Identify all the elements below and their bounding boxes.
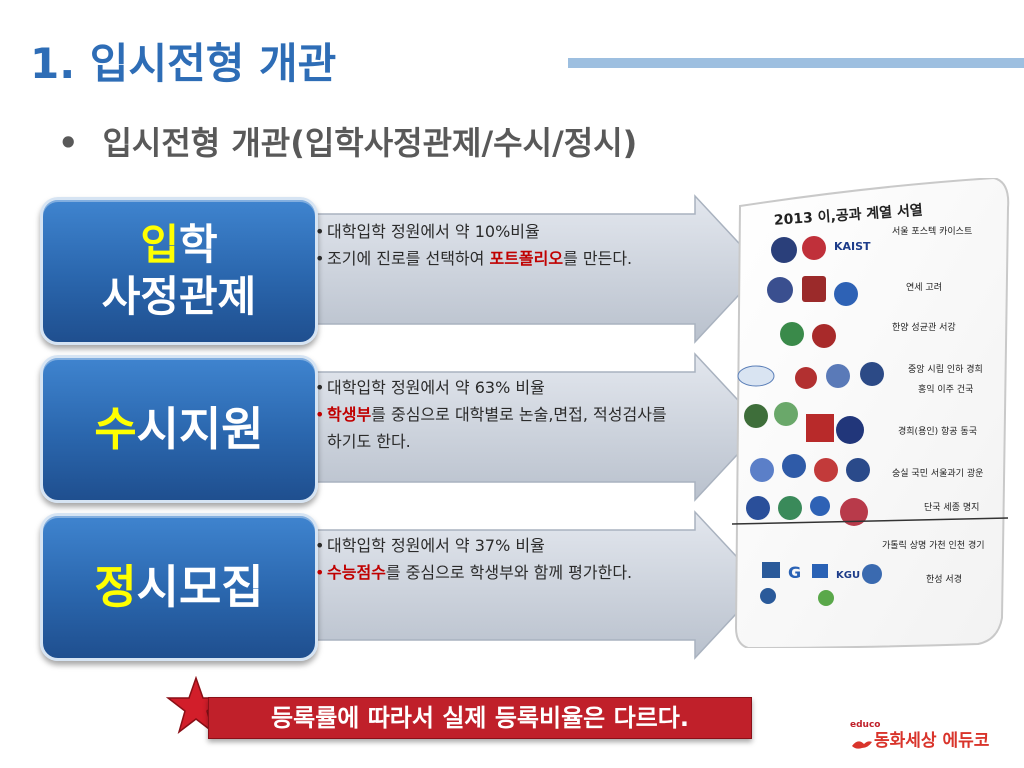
subtitle-text: 입시전형 개관(입학사정관제/수시/정시): [102, 124, 638, 162]
university-logo-icon: [834, 282, 858, 306]
label-early-admission: 수시지원: [40, 355, 318, 503]
notice-banner: 등록률에 따라서 실제 등록비율은 다르다.: [208, 697, 752, 739]
page-title: 1. 입시전형 개관: [30, 39, 337, 88]
list-item: •대학입학 정원에서 약 10%비율: [315, 222, 540, 241]
university-logo-icon: [778, 496, 802, 520]
label-regular-admission: 정시모집: [40, 513, 318, 661]
list-item: •학생부를 중심으로 대학별로 논술,면접, 적성검사를 하기도 한다.: [315, 405, 667, 451]
brand-logo: educo 동화세상 에듀코: [850, 720, 1010, 756]
group-label: 경희(용인) 항공 동국: [898, 425, 977, 437]
magic-lamp-icon: [852, 741, 872, 749]
emphasis-text: 수능점수: [327, 563, 386, 582]
university-ranking-card: 2013 이,공과 계열 서열 KAIST: [732, 178, 1010, 648]
university-logo-icon: [750, 458, 774, 482]
university-logo-icon: [767, 277, 793, 303]
label-rest: 학: [179, 220, 218, 269]
kaist-logo: KAIST: [834, 240, 871, 253]
label-rest: 시지원: [136, 402, 264, 456]
label-highlight: 수: [94, 402, 137, 456]
brand-name: 동화세상 에듀코: [874, 731, 990, 751]
brand-small-text: educo: [850, 720, 881, 730]
list-item: •대학입학 정원에서 약 37% 비율: [315, 536, 545, 555]
university-logo-icon: [795, 367, 817, 389]
title-rule: [568, 58, 1024, 68]
university-logo-icon: [860, 362, 884, 386]
list-item: •조기에 진로를 선택하여 포트폴리오를 만든다.: [315, 249, 633, 268]
subtitle-bullet: •: [58, 124, 79, 162]
group-label: 서울 포스텍 카이스트: [892, 226, 972, 237]
list-item: •대학입학 정원에서 약 63% 비율: [315, 378, 545, 397]
university-logo-icon: [771, 237, 797, 263]
row-description: •대학입학 정원에서 약 10%비율 •조기에 진로를 선택하여 포트폴리오를 …: [315, 218, 677, 272]
group-label: 가톨릭 상명 가천 인천 경기: [882, 539, 985, 551]
group-label: 연세 고려: [906, 282, 942, 293]
group-label: 홍익 이주 건국: [918, 383, 973, 395]
university-logo-icon: [774, 402, 798, 426]
emphasis-text: 포트폴리오: [489, 249, 564, 268]
university-logo-icon: [806, 414, 834, 442]
university-logo-icon: [746, 496, 770, 520]
university-logo-icon: [814, 458, 838, 482]
university-logo-icon: [818, 590, 834, 606]
university-logo-icon: [802, 236, 826, 260]
university-logo-icon: [780, 322, 804, 346]
kgu-logo: KGU: [836, 570, 860, 581]
university-logo-icon: [826, 364, 850, 388]
university-logo-icon: G: [788, 563, 801, 582]
university-logo-icon: [737, 365, 775, 387]
group-label: 중앙 시립 인하 경희: [908, 363, 983, 375]
list-item: •수능점수를 중심으로 학생부와 함께 평가한다.: [315, 563, 633, 582]
university-logo-icon: [812, 324, 836, 348]
university-logo-icon: [812, 564, 828, 578]
university-logo-icon: [836, 416, 864, 444]
university-logo-icon: [810, 496, 830, 516]
label-line2: 사정관제: [101, 272, 257, 321]
emphasis-text: 학생부: [327, 405, 372, 424]
university-logo-icon: [840, 498, 868, 526]
row-early-admission: 수시지원 •대학입학 정원에서 약 63% 비율 •학생부를 중심으로 대학별로…: [40, 352, 765, 503]
group-label: 한성 서경: [926, 573, 962, 585]
university-logo-icon: [782, 454, 806, 478]
row-regular-admission: 정시모집 •대학입학 정원에서 약 37% 비율 •수능점수를 중심으로 학생부…: [40, 510, 765, 661]
label-highlight: 입: [140, 220, 179, 269]
university-logo-icon: [802, 276, 826, 302]
row-description: •대학입학 정원에서 약 37% 비율 •수능점수를 중심으로 학생부와 함께 …: [315, 532, 677, 586]
university-logo-icon: [862, 564, 882, 584]
row-description: •대학입학 정원에서 약 63% 비율 •학생부를 중심으로 대학별로 논술,면…: [315, 374, 677, 455]
university-logo-icon: [744, 404, 768, 428]
group-label: 숭실 국민 서울과기 광운: [892, 467, 983, 479]
subtitle: • 입시전형 개관(입학사정관제/수시/정시): [58, 118, 637, 164]
label-highlight: 정: [94, 560, 137, 614]
group-label: 단국 세종 명지: [924, 502, 979, 513]
label-rest: 시모집: [136, 560, 264, 614]
university-logo-icon: [846, 458, 870, 482]
university-logo-icon: [762, 562, 780, 578]
divider: [732, 517, 1009, 525]
label-admission-officer: 입학 사정관제: [40, 197, 318, 345]
university-logo-icon: [760, 588, 776, 604]
university-ranking-image: 2013 이,공과 계열 서열 KAIST: [732, 178, 1010, 648]
group-label: 한양 성균관 서강: [892, 322, 956, 333]
row-admission-officer: 입학 사정관제 •대학입학 정원에서 약 10%비율 •조기에 진로를 선택하여…: [40, 194, 765, 345]
